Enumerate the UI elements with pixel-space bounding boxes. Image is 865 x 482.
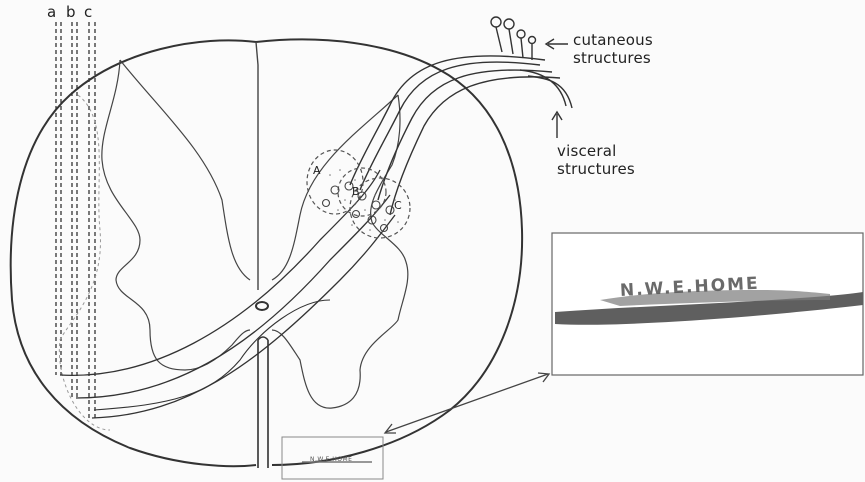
cutaneous-label: cutaneous (573, 33, 653, 48)
tract-path-d (94, 300, 330, 410)
cutaneous-structures-label: structures (573, 51, 651, 66)
column-label-b: b (66, 5, 76, 20)
visceral-arrow (552, 112, 562, 138)
tract-path-c (92, 215, 395, 418)
tract-path-a (60, 170, 380, 375)
dorsal-median-sulcus (256, 42, 258, 290)
visceral-label: visceral (557, 144, 616, 159)
region-label-c: C (394, 200, 402, 211)
region-label-b: B (352, 186, 360, 197)
visceral-structures-label: structures (557, 162, 635, 177)
afferent-fibre-3 (378, 70, 552, 200)
region-label-a: A (313, 165, 321, 176)
cord-outline-left (11, 40, 256, 466)
region-a-circle (307, 150, 363, 214)
column-label-c: c (84, 5, 92, 20)
cutaneous-arrow (546, 39, 568, 49)
column-label-a: a (47, 5, 56, 20)
magnification-arrow (385, 373, 549, 433)
ventral-median-fissure (258, 337, 268, 468)
inset-source-text: N.W.E.HOME (310, 456, 352, 463)
visceral-fibre (520, 70, 572, 108)
cutaneous-receptors (491, 17, 536, 60)
central-canal (256, 302, 268, 310)
